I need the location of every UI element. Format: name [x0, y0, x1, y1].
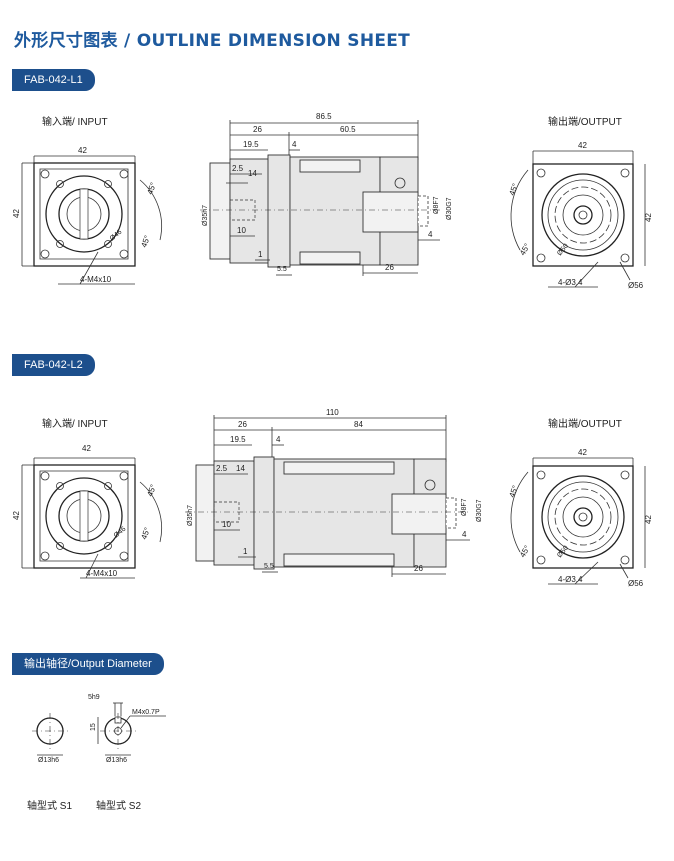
- input-width-label: 42: [82, 444, 91, 453]
- input-label-l2: 输入端/ INPUT: [42, 419, 108, 430]
- shaft-s2-thread: M4x0.7P: [132, 709, 160, 716]
- output-height-label: 42: [644, 213, 653, 222]
- side-out-dia2: Ø30G7: [476, 499, 483, 522]
- side-shaft-dia: Ø35h7: [187, 505, 194, 526]
- input-width-label: 42: [78, 146, 87, 155]
- output-angle-label-2: 45°: [518, 544, 532, 559]
- side-len-c: 19.5: [230, 435, 246, 444]
- side-shaft-dia: Ø35h7: [202, 205, 209, 226]
- side-total-length: 110: [326, 408, 339, 417]
- output-diameter-badge: 输出轴径/Output Diameter: [12, 653, 164, 675]
- output-angle-label: 45°: [507, 182, 520, 196]
- side-len-k: 4: [428, 230, 433, 239]
- output-label-l2: 输出端/OUTPUT: [548, 419, 622, 430]
- side-len-b: 60.5: [340, 125, 356, 134]
- output-boss-circle: [541, 173, 625, 257]
- output-view-l2: 42 42 45° 45° Ø50 4-Ø3.4 Ø56: [507, 448, 653, 588]
- input-view-l2: 42 42 45° 45° Ø46 4-M4x10: [12, 444, 162, 579]
- side-len-j: 26: [385, 263, 394, 272]
- output-bore-label: Ø50: [556, 545, 570, 560]
- side-out-dia2: Ø30G7: [446, 197, 453, 220]
- side-len-f: 14: [236, 464, 245, 473]
- side-len-b: 84: [354, 420, 363, 429]
- input-angle-label-2: 45°: [139, 526, 152, 540]
- side-view-l1: 86.5 26 60.5 19.5 4 2.5 14 Ø35: [200, 112, 453, 276]
- input-height-label: 42: [12, 511, 21, 520]
- input-angle-label-2: 45°: [139, 234, 152, 248]
- output-view-l1: 42 42 45° 45° Ø50 4-Ø3.4 Ø56: [507, 141, 653, 290]
- output-label-l1: 输出端/OUTPUT: [548, 117, 622, 128]
- side-len-g: 10: [222, 520, 231, 529]
- side-view-l2: 110 26 84 19.5 4 2.5 14 Ø35h7: [185, 408, 483, 577]
- side-len-g: 10: [237, 226, 246, 235]
- side-len-a: 26: [253, 125, 262, 134]
- side-out-dia1: Ø8F7: [461, 498, 468, 516]
- output-height-label: 42: [644, 515, 653, 524]
- side-len-c: 19.5: [243, 140, 259, 149]
- side-total-length: 86.5: [316, 112, 332, 121]
- input-bore-label: Ø46: [109, 229, 124, 243]
- side-len-a: 26: [238, 420, 247, 429]
- side-len-j: 26: [414, 564, 423, 573]
- shaft-s1-caption: 轴型式 S1: [27, 801, 73, 812]
- input-view-l1: 42 42 45° 45° Ø46 4-M4x10: [12, 146, 162, 285]
- side-len-d: 4: [276, 435, 281, 444]
- output-width-label: 42: [578, 448, 587, 457]
- input-angle-label: 45°: [145, 181, 158, 195]
- shaft-s2-key: 5h9: [88, 694, 100, 701]
- output-pcd-label: Ø56: [628, 281, 644, 290]
- input-bore-label: Ø46: [113, 526, 128, 540]
- side-out-dia1: Ø8F7: [433, 196, 440, 214]
- output-bore-label: Ø50: [556, 243, 570, 258]
- output-width-label: 42: [578, 141, 587, 150]
- output-angle-label-2: 45°: [518, 242, 532, 257]
- page-title: 外形尺寸图表 / OUTLINE DIMENSION SHEET: [14, 31, 411, 51]
- side-len-k: 4: [462, 530, 467, 539]
- input-boss-circle: [45, 175, 123, 253]
- output-holes-label: 4-Ø3.4: [558, 575, 583, 584]
- output-angle-label: 45°: [507, 484, 520, 498]
- model-badge-l1: FAB-042-L1: [12, 69, 95, 91]
- side-len-e: 2.5: [232, 164, 244, 173]
- output-pcd-label: Ø56: [628, 579, 644, 588]
- input-holes-label: 4-M4x10: [80, 275, 112, 284]
- output-holes-label: 4-Ø3.4: [558, 278, 583, 287]
- shaft-s1-dia: Ø13h6: [38, 757, 59, 764]
- output-flange-outline: [532, 163, 634, 267]
- side-len-h: 1: [243, 547, 248, 556]
- input-flange-outline: [33, 162, 136, 267]
- section-l2: 42 42 45° 45° Ø46 4-M4x10 110 26: [12, 408, 653, 588]
- side-len-e: 2.5: [216, 464, 228, 473]
- input-holes-label: 4-M4x10: [86, 569, 118, 578]
- side-len-i: 5.5: [264, 563, 274, 570]
- side-len-h: 1: [258, 250, 263, 259]
- side-len-d: 4: [292, 140, 297, 149]
- shaft-s2-height: 15: [90, 723, 97, 731]
- shaft-s2-caption: 轴型式 S2: [96, 801, 142, 812]
- input-label-l1: 输入端/ INPUT: [42, 117, 108, 128]
- shaft-s1: Ø13h6: [32, 713, 68, 764]
- shaft-s2-dia: Ø13h6: [106, 757, 127, 764]
- input-angle-label: 45°: [145, 483, 158, 497]
- input-height-label: 42: [12, 209, 21, 218]
- section-l1: 42 42 45° 45° Ø46 4-M4x10 86.5 26: [12, 112, 653, 290]
- model-badge-l2: FAB-042-L2: [12, 354, 95, 376]
- side-len-f: 14: [248, 169, 257, 178]
- shaft-s2: 5h9 15 M4x0.7P Ø13h6: [88, 694, 166, 764]
- side-len-i: 5.5: [277, 266, 287, 273]
